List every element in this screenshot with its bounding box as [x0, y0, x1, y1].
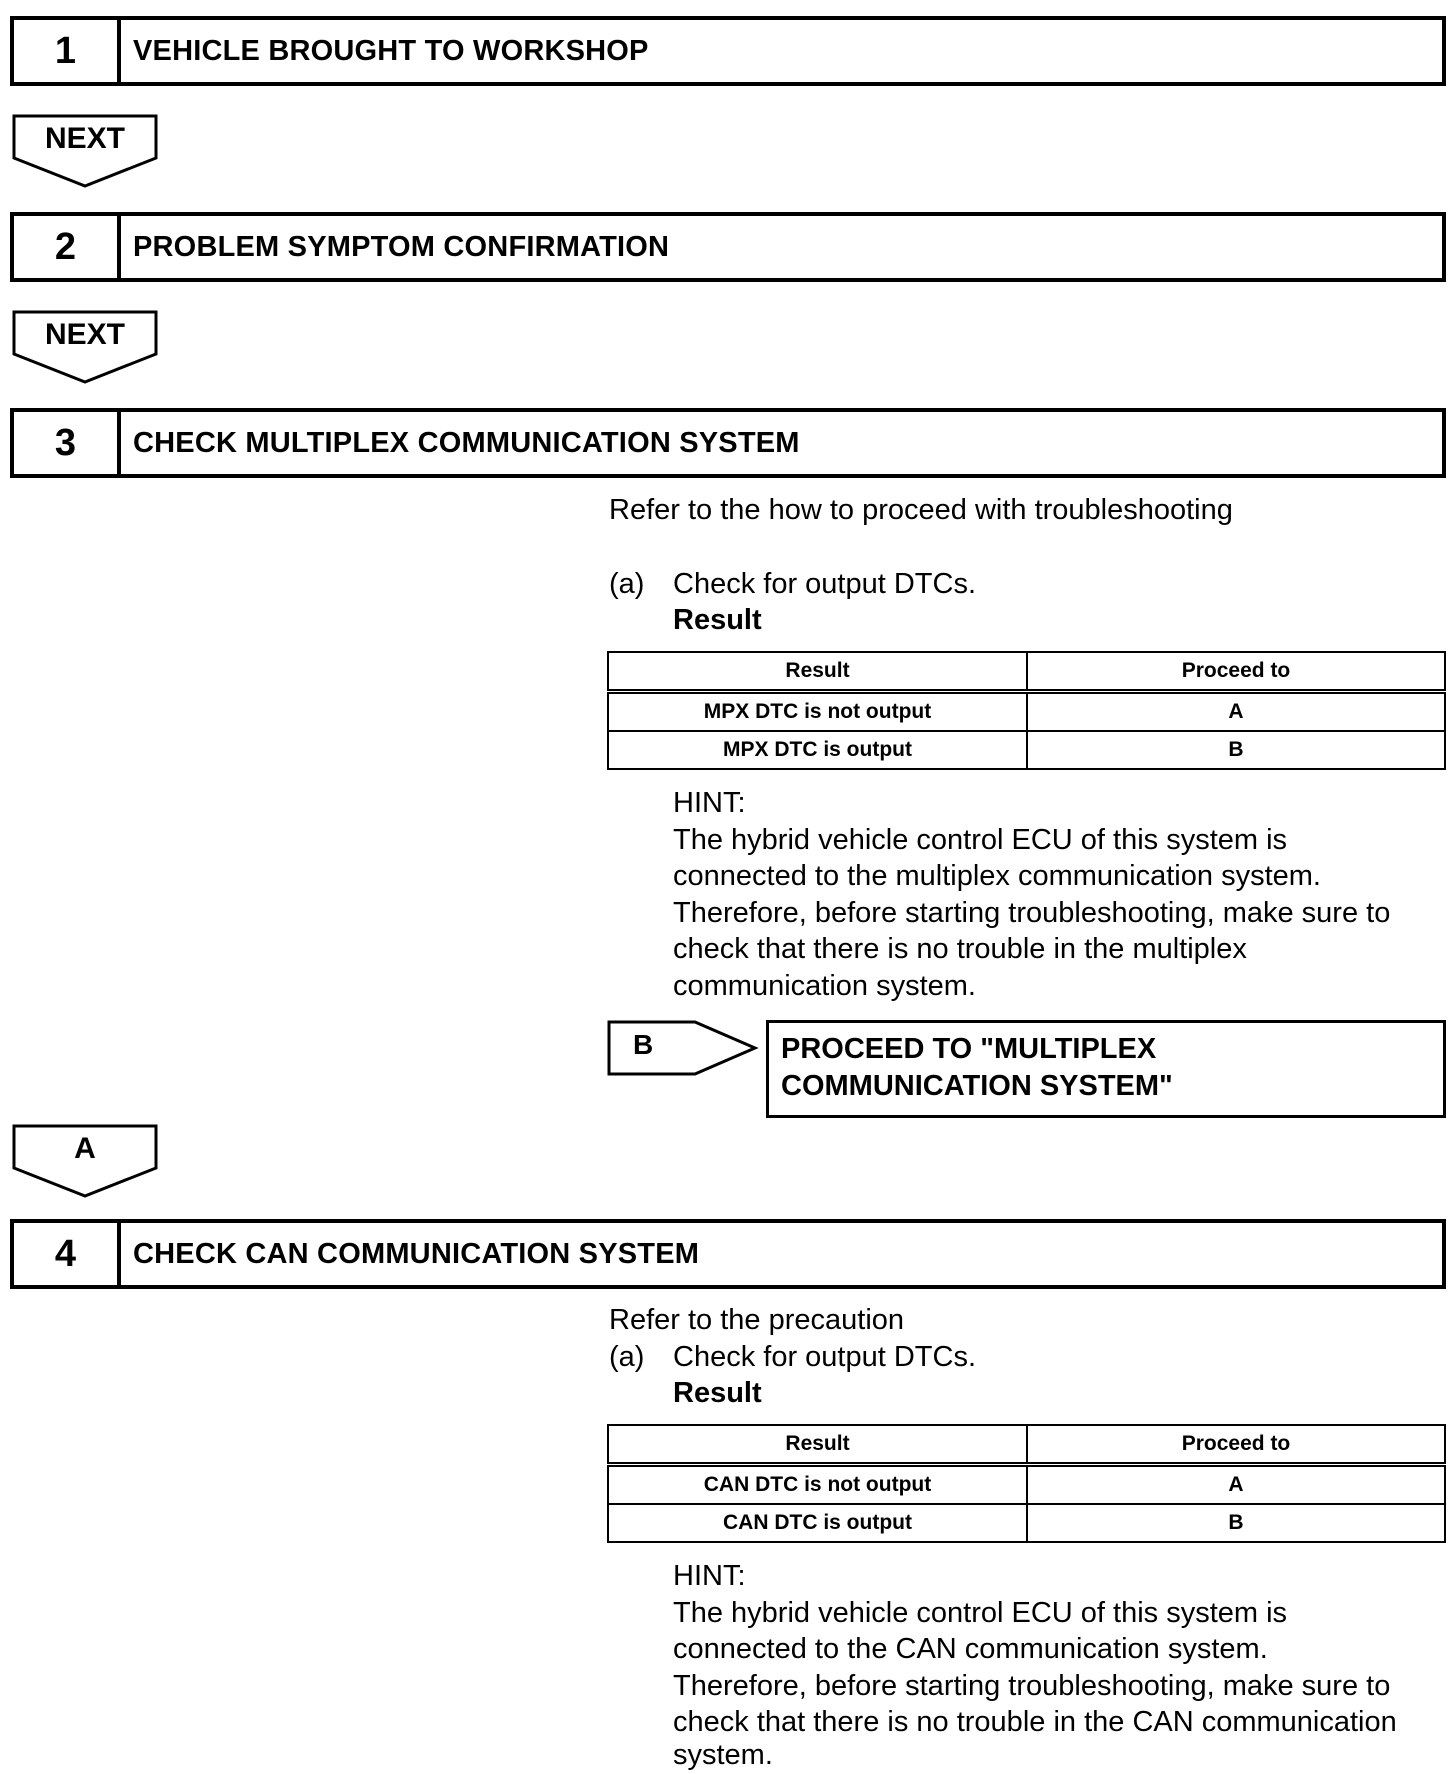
step-title: VEHICLE BROUGHT TO WORKSHOP [133, 34, 649, 67]
table-cell: A [1026, 1463, 1446, 1505]
hint-line: communication system. [673, 970, 976, 1002]
arrow-label: A [74, 1132, 96, 1165]
step-2-header: 2 PROBLEM SYMPTOM CONFIRMATION [10, 212, 1446, 282]
table-cell: B [1026, 1503, 1446, 1543]
arrow-label: NEXT [44, 122, 125, 155]
step-number: 1 [14, 20, 121, 82]
hint-line: The hybrid vehicle control ECU of this s… [673, 1597, 1288, 1629]
result-table-can: Result Proceed to CAN DTC is not output … [607, 1424, 1446, 1543]
right-arrow-icon [607, 1020, 759, 1076]
hint-line: check that there is no trouble in the mu… [673, 933, 1247, 965]
table-cell: CAN DTC is output [607, 1503, 1028, 1543]
hint-line: connected to the multiplex communication… [673, 860, 1321, 892]
proceed-line: PROCEED TO "MULTIPLEX [781, 1033, 1157, 1065]
branch-label: B [633, 1029, 654, 1060]
hint-line: Therefore, before starting troubleshooti… [673, 1670, 1391, 1702]
arrow-label: NEXT [44, 318, 125, 351]
item-label: (a) [609, 1341, 645, 1373]
table-header-row: Result Proceed to [607, 651, 1446, 694]
table-cell: MPX DTC is not output [607, 690, 1028, 732]
hint-line: The hybrid vehicle control ECU of this s… [673, 824, 1288, 856]
proceed-line: COMMUNICATION SYSTEM" [781, 1070, 1173, 1102]
step-number: 2 [14, 216, 121, 278]
proceed-box: PROCEED TO "MULTIPLEX COMMUNICATION SYST… [766, 1020, 1446, 1118]
item-label: (a) [609, 568, 645, 600]
refer-text: Refer to the how to proceed with trouble… [609, 494, 1233, 526]
table-row: CAN DTC is not output A [607, 1463, 1446, 1505]
table-cell: B [1026, 730, 1446, 770]
hint-line: connected to the CAN communication syste… [673, 1633, 1268, 1665]
down-arrow-icon [12, 310, 158, 384]
table-row: MPX DTC is output B [607, 730, 1446, 770]
down-arrow-icon [12, 1124, 158, 1198]
step-3-header: 3 CHECK MULTIPLEX COMMUNICATION SYSTEM [10, 408, 1446, 478]
hint-line: system. [673, 1739, 773, 1771]
item-text: Check for output DTCs. [673, 568, 976, 600]
step-title: CHECK MULTIPLEX COMMUNICATION SYSTEM [133, 426, 800, 459]
table-cell: CAN DTC is not output [607, 1463, 1028, 1505]
step-title: PROBLEM SYMPTOM CONFIRMATION [133, 230, 670, 263]
item-text: Check for output DTCs. [673, 1341, 976, 1373]
branch-b-arrow: B [607, 1020, 759, 1076]
step-title: CHECK CAN COMMUNICATION SYSTEM [133, 1237, 700, 1270]
table-header: Proceed to [1026, 1424, 1446, 1467]
hint-line: Therefore, before starting troubleshooti… [673, 897, 1391, 929]
hint-line: check that there is no trouble in the CA… [673, 1706, 1397, 1738]
table-row: MPX DTC is not output A [607, 690, 1446, 732]
result-heading: Result [673, 604, 762, 636]
branch-a-arrow: A [12, 1124, 158, 1198]
step-1-header: 1 VEHICLE BROUGHT TO WORKSHOP [10, 16, 1446, 86]
table-header: Result [607, 1424, 1028, 1467]
down-arrow-icon [12, 114, 158, 188]
result-heading: Result [673, 1377, 762, 1409]
next-arrow-2: NEXT [12, 310, 158, 384]
step-4-header: 4 CHECK CAN COMMUNICATION SYSTEM [10, 1219, 1446, 1289]
table-header: Proceed to [1026, 651, 1446, 694]
hint-label: HINT: [673, 787, 746, 819]
table-cell: A [1026, 690, 1446, 732]
step-number: 3 [14, 412, 121, 474]
next-arrow-1: NEXT [12, 114, 158, 188]
refer-text: Refer to the precaution [609, 1304, 905, 1336]
table-row: CAN DTC is output B [607, 1503, 1446, 1543]
step-number: 4 [14, 1223, 121, 1285]
table-header-row: Result Proceed to [607, 1424, 1446, 1467]
result-table-mpx: Result Proceed to MPX DTC is not output … [607, 651, 1446, 770]
hint-label: HINT: [673, 1560, 746, 1592]
table-header: Result [607, 651, 1028, 694]
table-cell: MPX DTC is output [607, 730, 1028, 770]
